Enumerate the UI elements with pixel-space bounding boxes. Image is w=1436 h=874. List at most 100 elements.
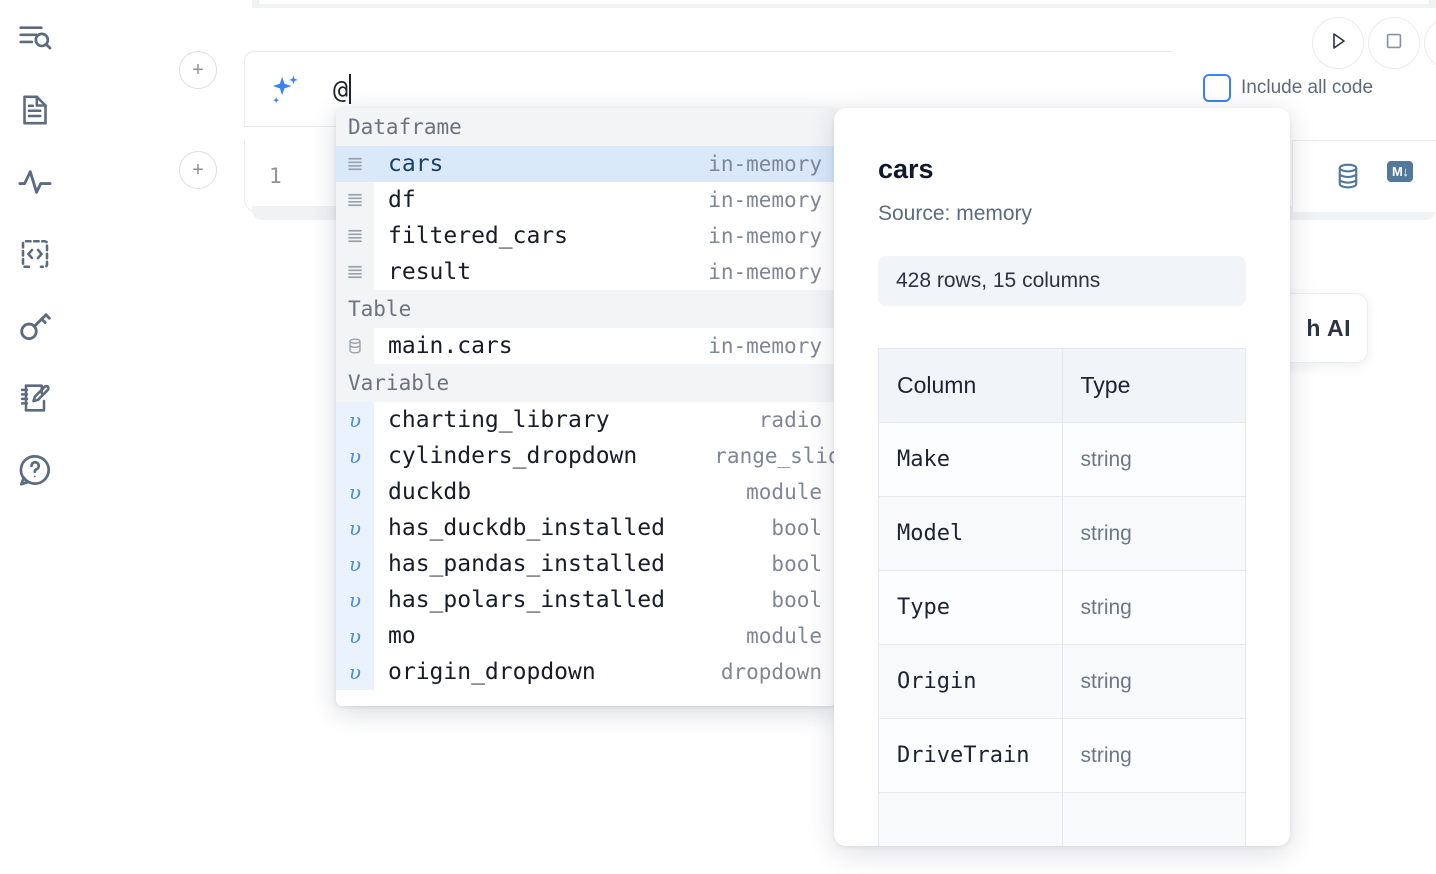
run-button[interactable]	[1312, 17, 1364, 69]
notebook-pencil-icon	[17, 380, 53, 416]
variable-upsilon-icon: υ	[336, 510, 374, 546]
autocomplete-item[interactable]: υ cylinders_dropdown range_slider	[336, 438, 836, 474]
info-title: cars	[878, 154, 934, 184]
schema-column-type: string	[1061, 570, 1246, 645]
autocomplete-item-type: range_slider	[714, 444, 836, 468]
markdown-icon[interactable]: M↓	[1387, 161, 1414, 182]
autocomplete-item-name: duckdb	[388, 479, 472, 505]
autocomplete-item-type: bool	[771, 588, 822, 612]
autocomplete-item-name: cars	[388, 151, 444, 177]
markdown-badge: M↓	[1387, 161, 1414, 182]
include-all-code-label: Include all code	[1241, 77, 1374, 98]
plus-icon: +	[192, 159, 204, 181]
autocomplete-item[interactable]: df in-memory	[336, 182, 836, 218]
schema-column-name: Type	[878, 570, 1063, 645]
text-caret	[348, 74, 351, 104]
code-line-number: 1	[269, 164, 282, 188]
autocomplete-item-type: in-memory	[708, 152, 822, 176]
schema-column-name: Origin	[878, 644, 1063, 719]
schema-column-type: string	[1061, 422, 1246, 497]
sidebar-item-files[interactable]	[14, 89, 56, 131]
autocomplete-item-name: cylinders_dropdown	[388, 443, 638, 469]
schema-column-name	[878, 792, 1063, 846]
autocomplete-item-name: main.cars	[388, 333, 513, 359]
schema-column-name: DriveTrain	[878, 718, 1063, 793]
stop-button[interactable]	[1368, 17, 1420, 69]
schema-column-type: string	[1061, 644, 1246, 719]
autocomplete-item-type: module	[746, 480, 822, 504]
document-icon	[17, 92, 53, 128]
autocomplete-item[interactable]: filtered_cars in-memory	[336, 218, 836, 254]
markdown-badge-label: M	[1392, 164, 1403, 179]
database-icon[interactable]	[1333, 161, 1363, 196]
autocomplete-item[interactable]: main.cars in-memory	[336, 328, 836, 364]
variable-upsilon-icon: υ	[336, 582, 374, 618]
autocomplete-item-type: dropdown	[720, 660, 822, 684]
key-icon	[16, 307, 54, 345]
ai-sparkle-icon	[267, 72, 303, 108]
add-cell-above-button[interactable]: +	[179, 51, 217, 89]
include-all-code-checkbox[interactable]: Include all code	[1203, 74, 1373, 102]
sidebar-item-outline[interactable]	[14, 17, 56, 59]
cell-above-shadow	[252, 0, 1436, 8]
sidebar-item-secrets[interactable]	[14, 305, 56, 347]
sidebar-item-scratchpad[interactable]	[14, 377, 56, 419]
play-triangle-icon	[1326, 29, 1350, 58]
outline-search-icon	[16, 19, 54, 57]
variable-upsilon-icon: υ	[336, 438, 374, 474]
table-row	[878, 792, 1246, 846]
variable-upsilon-icon: υ	[336, 654, 374, 690]
variable-upsilon-icon: υ	[336, 618, 374, 654]
autocomplete-item-type: in-memory	[708, 188, 822, 212]
cell-above-body	[258, 0, 1430, 4]
table-header-row: Column Type	[878, 348, 1246, 423]
add-cell-below-button[interactable]: +	[179, 151, 217, 189]
checkbox-box[interactable]	[1203, 74, 1231, 102]
code-brackets-icon	[17, 236, 53, 272]
autocomplete-item-name: df	[388, 187, 416, 213]
sidebar-item-snippets[interactable]	[14, 233, 56, 275]
autocomplete-item-name: has_polars_installed	[388, 587, 665, 613]
autocomplete-group-header: Variable	[336, 364, 836, 402]
autocomplete-item-name: filtered_cars	[388, 223, 569, 249]
autocomplete-item-type: in-memory	[708, 334, 822, 358]
table-rows-icon	[336, 182, 374, 218]
database-icon	[336, 328, 374, 364]
variable-upsilon-icon: υ	[336, 402, 374, 438]
table-rows-icon	[336, 146, 374, 182]
cell-output-toolbar: M↓	[1292, 140, 1436, 212]
ai-prompt-value: @	[333, 75, 348, 104]
schema-column-type: string	[1061, 718, 1246, 793]
autocomplete-item[interactable]: υ has_duckdb_installed bool	[336, 510, 836, 546]
autocomplete-item[interactable]: cars in-memory	[336, 146, 836, 182]
autocomplete-item-type: radio	[758, 408, 822, 432]
autocomplete-item[interactable]: υ has_polars_installed bool	[336, 582, 836, 618]
autocomplete-item-type: in-memory	[708, 224, 822, 248]
autocomplete-item-type: bool	[771, 516, 822, 540]
ai-prompt-input[interactable]: @	[333, 74, 351, 104]
autocomplete-item-name: has_duckdb_installed	[388, 515, 665, 541]
stop-square-icon	[1383, 30, 1405, 57]
info-source: Source: memory	[878, 202, 1033, 225]
plus-icon: +	[192, 59, 204, 81]
autocomplete-item-name: result	[388, 259, 472, 285]
table-rows-icon	[336, 218, 374, 254]
schema-column-name: Model	[878, 496, 1063, 571]
sidebar-item-help[interactable]	[14, 449, 56, 491]
sidebar-item-activity[interactable]	[14, 161, 56, 203]
autocomplete-item-name: mo	[388, 623, 416, 649]
autocomplete-group-header: Dataframe	[336, 108, 836, 146]
column-header-type: Type	[1061, 348, 1246, 423]
dataframe-info-popover: cars Source: memory 428 rows, 15 columns…	[834, 108, 1290, 846]
